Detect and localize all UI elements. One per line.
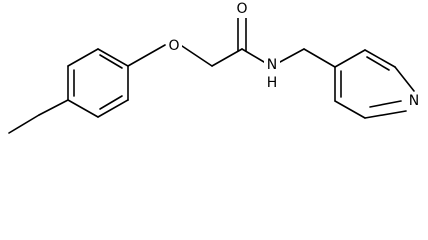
pyridine-double-bond-inner-2 (369, 100, 402, 108)
amide-nitrogen-mask (264, 55, 280, 73)
pyridine-ring (334, 49, 415, 119)
molecule-canvas: O O N H N (8, 0, 422, 134)
amide-group (211, 17, 336, 68)
carbonyl-to-nitrogen-bond (241, 48, 265, 63)
pyridine-bond-1 (334, 49, 366, 68)
ether-linker (127, 44, 213, 67)
pyridine-bond-4 (364, 110, 407, 119)
nitrogen-to-methylene-bond (279, 48, 305, 63)
pyridine-bond-3 (394, 66, 415, 92)
amide-hydrogen-mask (264, 73, 280, 91)
molecule-structure: O O N H N (8, 0, 422, 134)
ring-to-oxygen-bond (127, 44, 166, 67)
pyridine-double-bond-inner-1 (366, 56, 390, 71)
phenyl-bond-3 (97, 48, 129, 67)
ethyl-terminal-bond (8, 114, 40, 134)
phenyl-ring (67, 48, 129, 118)
oxygen-to-methylene-bond (181, 45, 213, 67)
phenyl-bond-5 (97, 99, 129, 118)
amide-nitrogen-label: N (267, 57, 277, 73)
carbonyl-oxygen-mask (234, 0, 250, 18)
phenyl-bond-2 (67, 48, 99, 67)
phenyl-double-bond-inner-2 (99, 54, 123, 69)
pyridine-bond-5 (334, 100, 366, 119)
methylene-to-carbonyl-bond (211, 48, 243, 67)
amide-hydrogen-label: H (267, 75, 278, 91)
phenyl-bond-6 (67, 99, 99, 118)
pyridine-nitrogen-label: N (409, 93, 419, 109)
pyridine-nitrogen-mask (406, 92, 422, 110)
methylene-to-pyridine-bond (303, 48, 336, 68)
ether-oxygen-label: O (168, 38, 179, 54)
carbonyl-oxygen-label: O (236, 1, 247, 17)
ethyl-group (8, 99, 69, 134)
ether-oxygen-mask (166, 37, 182, 55)
pyridine-bond-2 (364, 49, 396, 68)
phenyl-double-bond-inner-3 (99, 95, 123, 110)
ethyl-to-ring-bond (38, 99, 69, 116)
